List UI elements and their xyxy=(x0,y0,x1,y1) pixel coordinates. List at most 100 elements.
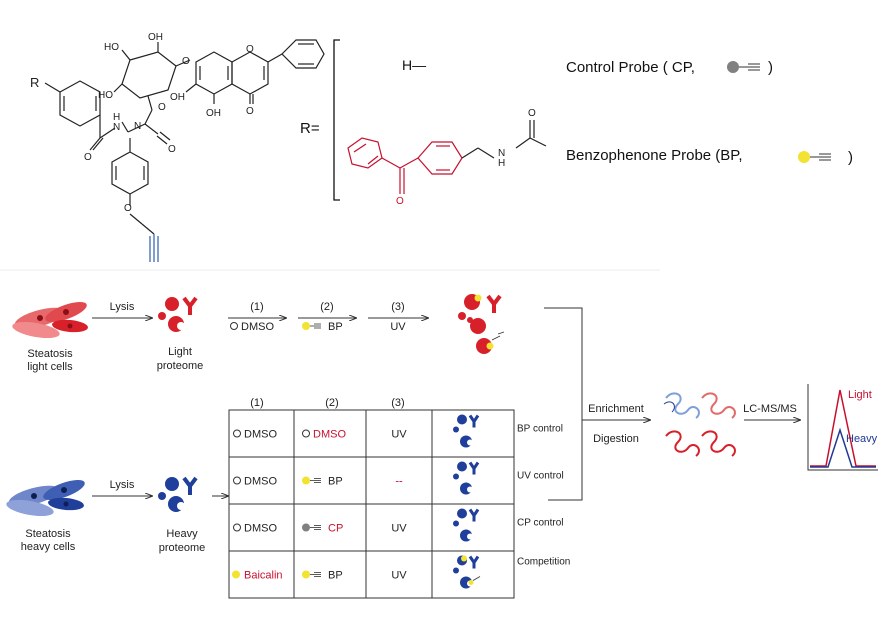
cp-probe-icon xyxy=(302,523,321,532)
r-equals-label: R= xyxy=(300,120,320,137)
heavy-proteome-icon xyxy=(156,475,198,514)
r-group-label: R xyxy=(30,75,39,90)
amide-o-label: O xyxy=(168,144,176,155)
light-step2-num: (2) xyxy=(320,301,333,313)
acetyl-o-label: O xyxy=(528,108,536,119)
table-row-3-col3: UV xyxy=(391,570,407,582)
table-row-0-label: BP control xyxy=(517,424,563,435)
heavy-condition-table: (1) (2) (3) xyxy=(228,397,515,599)
benzene-ring-r xyxy=(59,80,101,127)
dmso-circle-icon xyxy=(233,476,241,485)
light-labeled-proteome-icon xyxy=(458,294,505,354)
bp-probe-icon xyxy=(302,570,321,579)
heavy-peak xyxy=(810,427,876,468)
benzophenone-probe-label: Benzophenone Probe (BP, xyxy=(566,147,743,164)
flavone-b-ring xyxy=(281,39,325,69)
control-probe-label: Control Probe ( CP, xyxy=(566,59,695,76)
ms-spectrum xyxy=(807,384,878,471)
light-step2-label: BP xyxy=(328,321,343,333)
table-row-0-col3: UV xyxy=(391,429,407,441)
light-step3-label: UV xyxy=(390,321,406,333)
flavone-ring-o: O xyxy=(246,44,254,55)
glycoside-o: O xyxy=(182,56,190,67)
light-proteome-label-1: Light xyxy=(168,346,192,358)
table-row-2-col3: UV xyxy=(391,523,407,535)
table-row-2-label: CP control xyxy=(517,518,564,529)
control-probe-close: ) xyxy=(768,59,773,76)
table-header-1: (1) xyxy=(250,397,263,409)
table-row-3-proteins xyxy=(453,555,481,589)
table-header-2: (2) xyxy=(325,397,338,409)
amide-n-label: N xyxy=(498,148,505,159)
table-row-1-col1: DMSO xyxy=(244,476,277,488)
table-row-3-label: Competition xyxy=(517,557,570,568)
table-row-1-col2: BP xyxy=(328,476,343,488)
dmso-circle-icon xyxy=(230,322,238,330)
lcms-label: LC-MS/MS xyxy=(743,403,797,415)
flavone-a-ring xyxy=(195,51,233,95)
table-row-1-label: UV control xyxy=(517,471,564,482)
light-cells-icon xyxy=(12,302,88,339)
r-bracket xyxy=(333,39,340,201)
structure-atom-labels: R O H N N O O OH HO HO O O OH OH O O xyxy=(30,32,254,214)
table-header-3: (3) xyxy=(391,397,404,409)
sugar-oh-top: OH xyxy=(148,32,163,43)
sugar-ho-left: HO xyxy=(104,42,119,53)
enrichment-label: Enrichment xyxy=(588,403,644,415)
light-cells-label-2: light cells xyxy=(27,361,73,373)
table-row-2-col2: CP xyxy=(328,523,343,535)
benzophenone-group xyxy=(347,120,547,194)
heavy-cells-label-1: Steatosis xyxy=(25,528,71,540)
table-row-2-col1: DMSO xyxy=(244,523,277,535)
light-bp-probe-icon xyxy=(302,322,321,330)
table-row-1-col3: -- xyxy=(395,476,403,488)
light-proteome-label-2: proteome xyxy=(157,360,203,372)
hydrogen-option: H— xyxy=(402,57,426,73)
sugar-ring-o: O xyxy=(158,102,166,113)
dmso-circle-icon xyxy=(302,429,310,438)
heavy-cells-label-2: heavy cells xyxy=(21,541,76,553)
yellow-probe-icon xyxy=(798,151,831,163)
flavone-keto-o: O xyxy=(246,106,254,117)
digestion-label: Digestion xyxy=(593,433,639,445)
heavy-lysis-label: Lysis xyxy=(110,479,135,491)
light-lysis-label: Lysis xyxy=(110,301,135,313)
flavone-oh-5: OH xyxy=(206,108,221,119)
n-label: N xyxy=(134,121,141,132)
merge-bracket xyxy=(544,307,583,501)
heavy-cells-icon xyxy=(6,480,85,517)
ether-o-label: O xyxy=(124,203,132,214)
light-step1-label: DMSO xyxy=(241,321,274,333)
alkyne-group xyxy=(149,234,159,262)
table-row-2-proteins xyxy=(453,508,480,542)
light-peak xyxy=(810,389,876,467)
heavy-peak-label: Heavy xyxy=(846,433,878,445)
nh-n-label: N xyxy=(113,122,120,133)
flavone-c-ring xyxy=(231,51,269,95)
benzene-ring-n xyxy=(111,151,149,195)
benzophenone-o-label: O xyxy=(396,196,404,207)
amide-h-label: H xyxy=(498,158,505,169)
benzophenone-probe-close: ) xyxy=(848,149,853,166)
table-row-3-col2: BP xyxy=(328,570,343,582)
bp-probe-icon xyxy=(302,476,321,485)
heavy-proteome-label-2: proteome xyxy=(159,542,205,554)
baicalin-dot-icon xyxy=(232,570,240,579)
sugar-ho-bottom: HO xyxy=(98,90,113,101)
nh-h-label: H xyxy=(113,112,120,123)
gray-probe-icon xyxy=(727,61,760,73)
peptides-icon xyxy=(663,392,736,457)
probe-structure xyxy=(44,39,325,262)
light-cells-label-1: Steatosis xyxy=(27,348,73,360)
light-proteome-icon xyxy=(156,295,198,334)
carbonyl-o-label: O xyxy=(84,152,92,163)
heavy-proteome-label-1: Heavy xyxy=(166,528,198,540)
table-row-0-proteins xyxy=(453,414,480,448)
light-step1-num: (1) xyxy=(250,301,263,313)
light-step3-num: (3) xyxy=(391,301,404,313)
table-row-1-proteins xyxy=(453,461,480,495)
sugar-ring xyxy=(121,51,177,99)
light-peak-label: Light xyxy=(848,389,872,401)
